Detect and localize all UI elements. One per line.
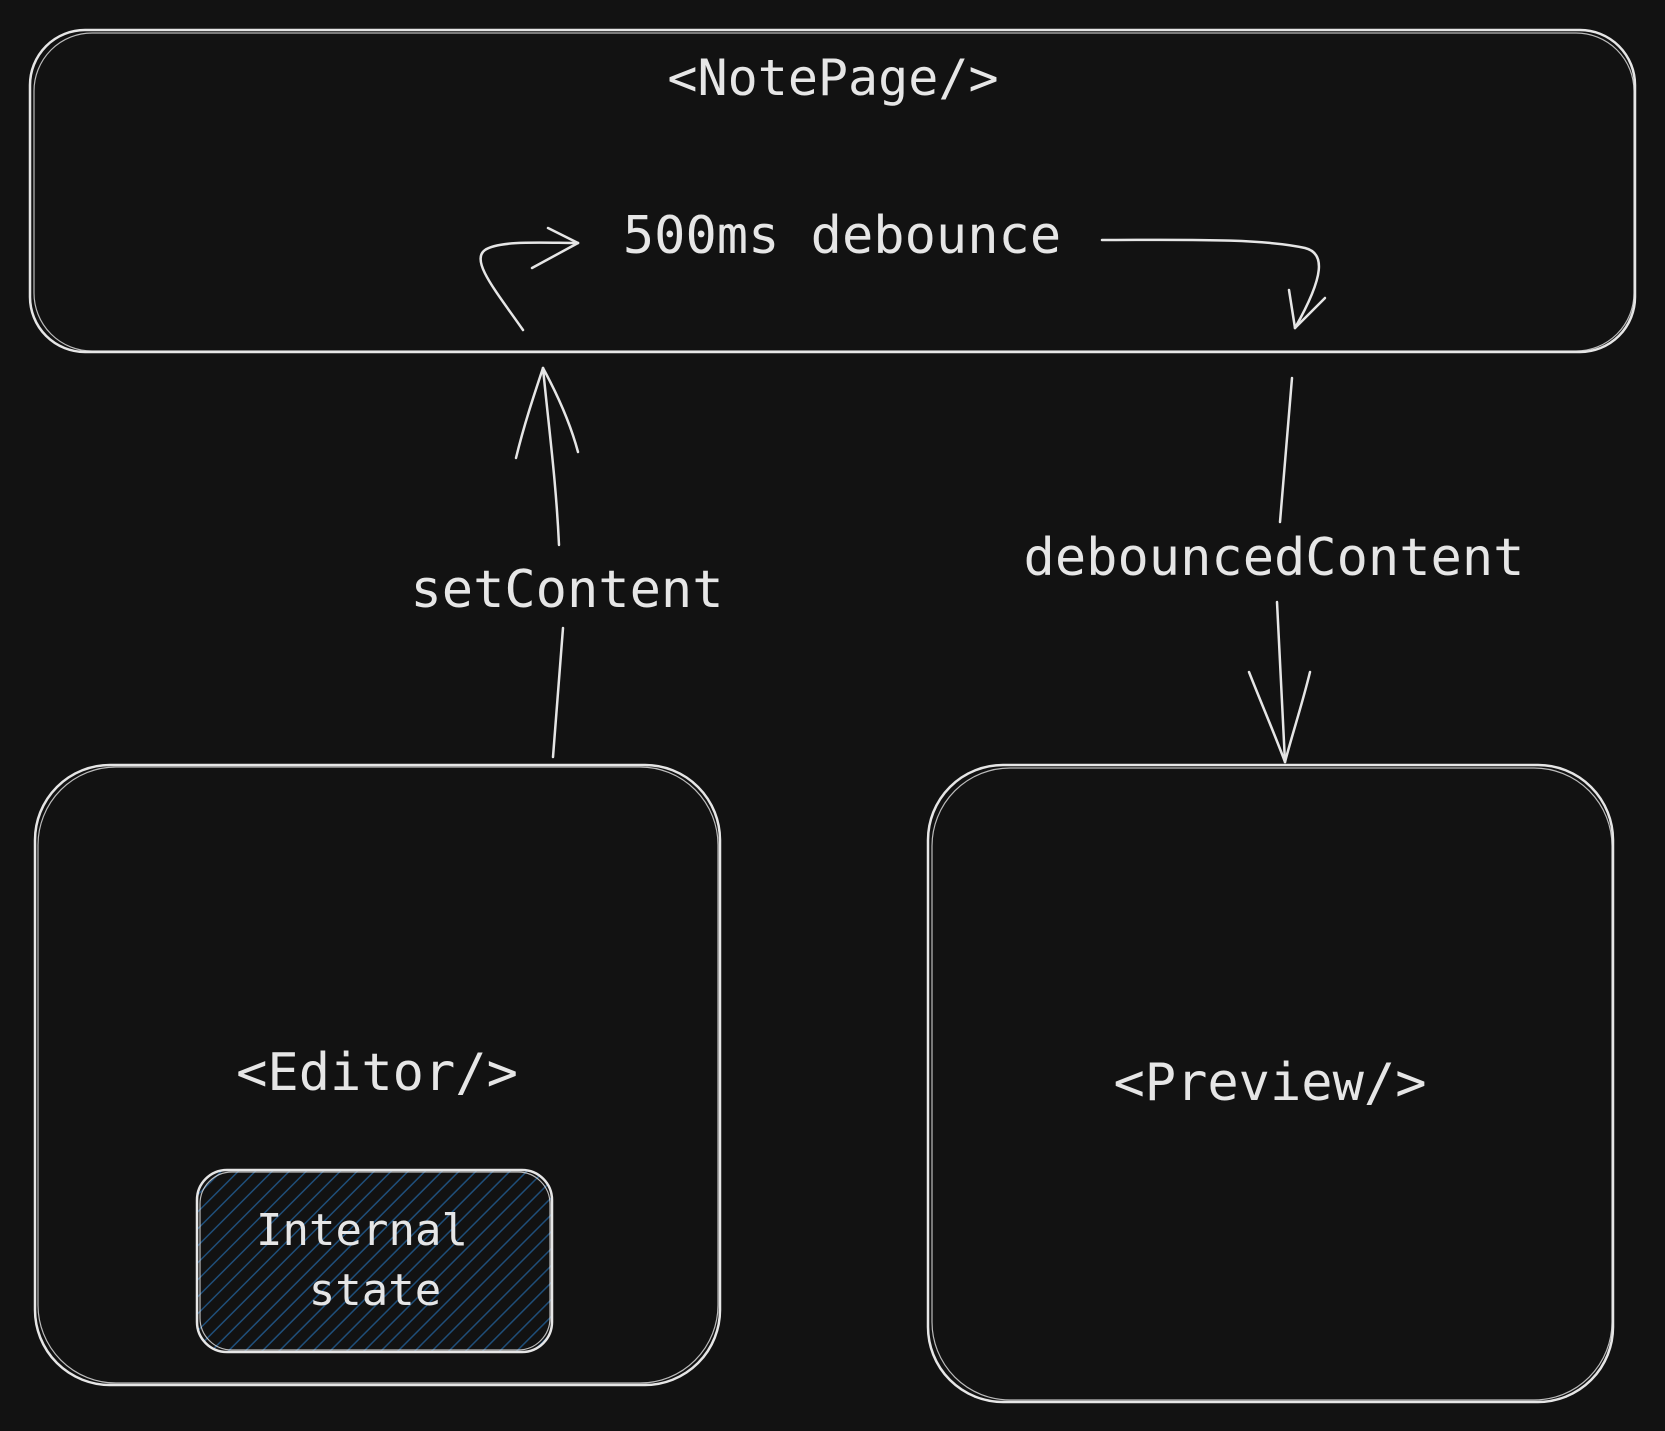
internal-state-line1: Internal [256,1205,468,1256]
notepage-box [28,28,1637,354]
preview-box [926,763,1615,1404]
debounce-out-arrow [1100,238,1327,330]
internal-state-line2: state [309,1265,441,1316]
debounce-in-arrow [479,226,580,332]
debounced-content-arrow [1247,376,1312,764]
editor-box [33,763,722,1387]
notepage-title: <NotePage/> [667,49,998,107]
set-content-arrow [514,366,580,759]
preview-title: <Preview/> [1113,1053,1426,1113]
internal-state-box [195,1168,554,1354]
debounce-label: 500ms debounce [623,206,1061,266]
set-content-label: setContent [410,560,723,620]
editor-title: <Editor/> [236,1043,518,1103]
debounced-content-label: debouncedContent [1024,528,1525,588]
